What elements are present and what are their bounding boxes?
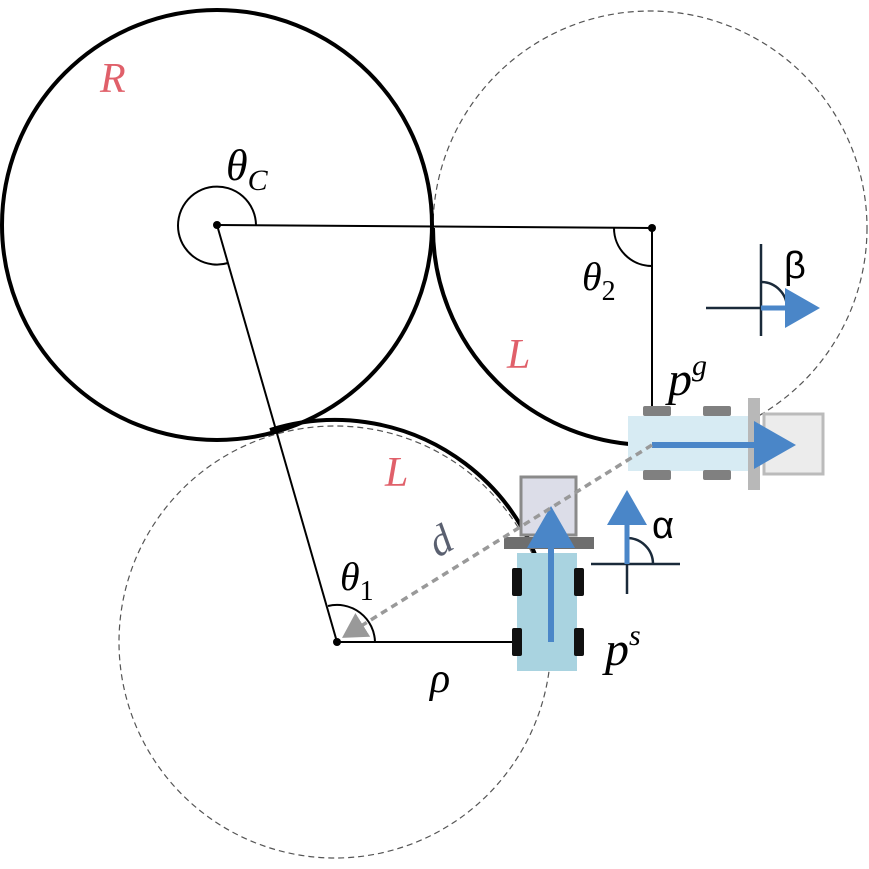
label-beta: β — [784, 245, 806, 287]
label-theta-c: θC — [226, 141, 269, 197]
label-rho: ρ — [428, 656, 450, 702]
center-line-R-to-start — [216, 224, 338, 643]
center-start-dot — [333, 638, 341, 646]
goal-vehicle-ghost — [628, 398, 825, 490]
start-vehicle — [504, 475, 594, 671]
center-R-dot — [213, 221, 221, 229]
start-L-arc — [269, 418, 554, 643]
center-goal-dot — [648, 224, 656, 232]
label-alpha: α — [652, 505, 674, 547]
label-d: d — [420, 516, 462, 567]
distance-d-arrow — [342, 443, 653, 638]
theta-1-angle-arc — [327, 603, 376, 643]
label-theta-1: θ1 — [340, 554, 374, 607]
label-theta-2: θ2 — [582, 254, 616, 307]
goal-L-arc — [431, 227, 651, 447]
middle-R-circle — [0, 8, 434, 442]
beta-heading-axes — [706, 244, 820, 336]
label-p-goal: pg — [665, 349, 707, 406]
center-line-R-to-goal — [216, 224, 653, 229]
label-p-start: ps — [602, 619, 641, 676]
label-L-lower: L — [384, 450, 408, 496]
theta-2-angle-arc — [613, 227, 653, 267]
label-L-upper: L — [506, 332, 530, 378]
theta-c-angle-arc — [177, 185, 257, 266]
alpha-heading-axes — [591, 490, 680, 594]
label-R: R — [99, 56, 126, 102]
